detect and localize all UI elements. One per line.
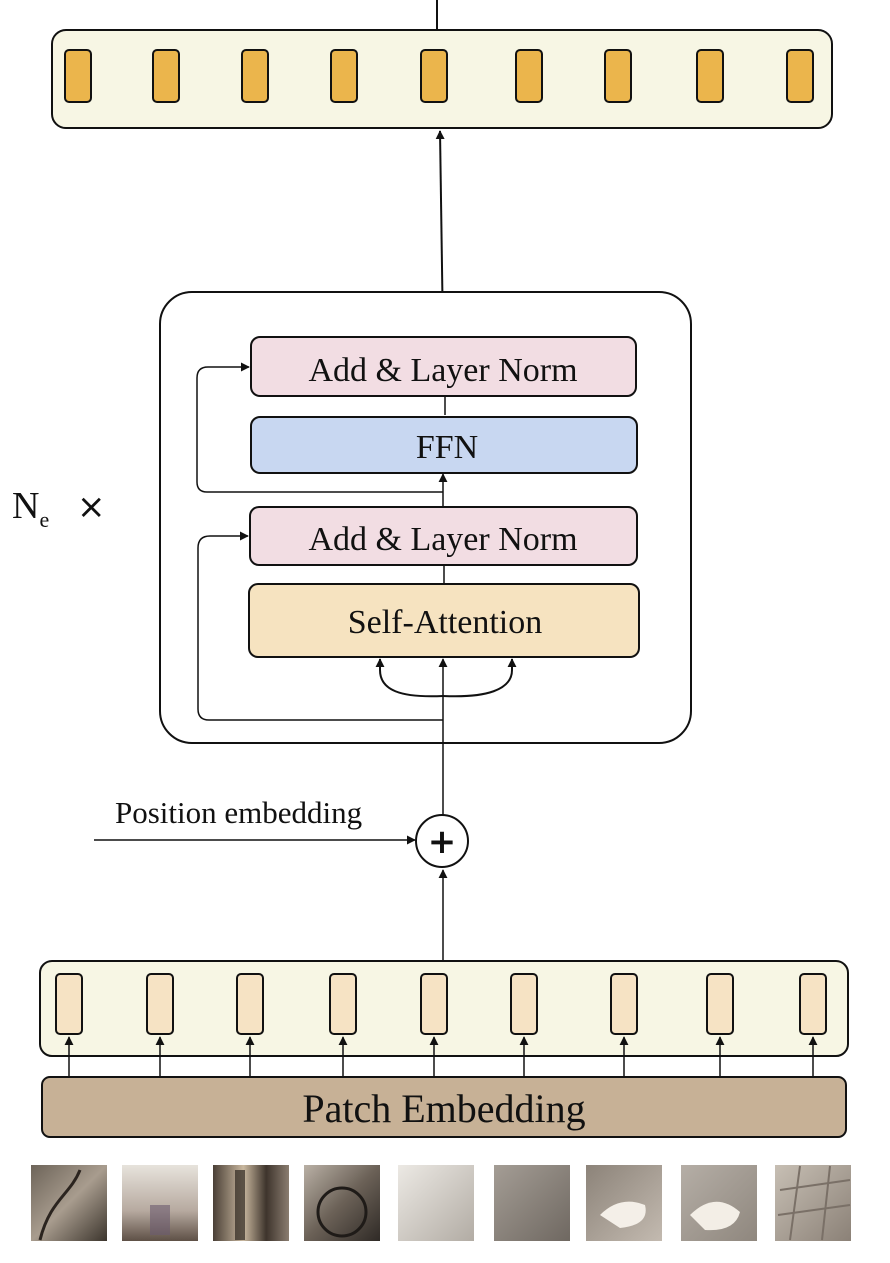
patch-8-texture xyxy=(690,1201,740,1231)
patch-9-texture xyxy=(777,1165,851,1241)
input-token-4 xyxy=(329,973,357,1035)
image-patches xyxy=(31,1165,851,1241)
patch-3 xyxy=(213,1165,289,1241)
output-token-2 xyxy=(152,49,180,103)
repeat-label: Ne xyxy=(12,485,49,532)
patch-1-texture xyxy=(38,1169,82,1241)
patch-2-texture xyxy=(150,1205,170,1235)
patch-7-texture xyxy=(600,1201,646,1228)
input-token-2 xyxy=(146,973,174,1035)
output-token-7 xyxy=(604,49,632,103)
residual-bottom-arrow xyxy=(197,531,443,721)
add-norm-top-label: Add & Layer Norm xyxy=(308,352,577,389)
output-token-1 xyxy=(64,49,92,103)
patch-4-texture xyxy=(316,1186,368,1238)
output-token-5 xyxy=(420,49,448,103)
patch-6 xyxy=(494,1165,570,1241)
output-token-4 xyxy=(330,49,358,103)
patch-5 xyxy=(398,1165,474,1241)
input-token-1 xyxy=(55,973,83,1035)
input-token-9 xyxy=(799,973,827,1035)
plus-icon: + xyxy=(428,822,457,862)
output-tokens xyxy=(64,49,814,103)
input-token-6 xyxy=(510,973,538,1035)
input-tokens xyxy=(55,973,827,1077)
self-attention-label: Self-Attention xyxy=(348,604,543,641)
output-token-9 xyxy=(786,49,814,103)
add-norm-top-box xyxy=(250,336,637,397)
ffn-label: FFN xyxy=(416,429,478,466)
residual-top-arrow xyxy=(196,362,443,493)
patch-9 xyxy=(775,1165,851,1241)
input-token-8 xyxy=(706,973,734,1035)
input-token-5 xyxy=(420,973,448,1035)
add-norm-bottom-box xyxy=(249,506,638,566)
repeat-times-symbol: × xyxy=(77,487,106,527)
output-token-3 xyxy=(241,49,269,103)
patch-embedding-label: Patch Embedding xyxy=(302,1086,585,1131)
output-token-6 xyxy=(515,49,543,103)
patch-embedding-box xyxy=(41,1076,847,1138)
output-token-8 xyxy=(696,49,724,103)
add-operator-circle xyxy=(415,814,469,868)
input-token-3 xyxy=(236,973,264,1035)
add-norm-bottom-label: Add & Layer Norm xyxy=(308,521,577,558)
self-attention-box xyxy=(248,583,640,658)
patch-4 xyxy=(304,1165,380,1241)
patch-3-texture xyxy=(235,1170,245,1240)
ffn-box xyxy=(250,416,638,474)
position-embedding-label: Position embedding xyxy=(115,795,362,830)
input-token-7 xyxy=(610,973,638,1035)
key-input-arrow xyxy=(442,658,517,698)
query-input-arrow xyxy=(375,658,444,698)
